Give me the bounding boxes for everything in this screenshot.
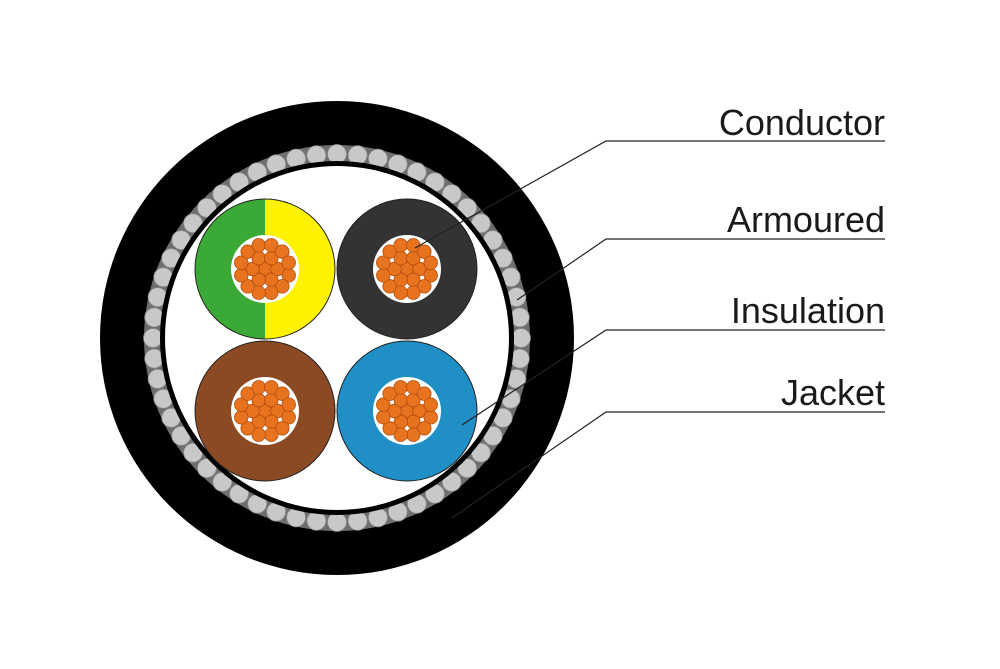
conductor-strand [234,255,249,270]
label-conductor: Conductor [719,102,885,143]
conductor-strand [417,279,432,294]
green-yellow-core [194,198,336,340]
black-core [336,198,478,340]
conductor-strand [251,238,266,253]
conductor-strand [393,427,408,442]
conductor-strand [412,261,427,277]
conductor-strand [382,279,397,294]
conductor-strand [240,244,255,259]
conductor-strand [264,427,279,442]
conductor-strand [376,410,391,425]
conductor-strand [376,268,391,283]
leader-jacket [451,411,885,519]
conductor-strand [387,403,402,419]
conductor-strand [281,255,296,270]
armour-bead [511,328,531,348]
leader-conductor [414,140,885,249]
conductor-strand [251,380,266,395]
labels: Conductor Armoured Insulation Jacket [719,102,885,413]
armour-bead [327,512,347,532]
conductor-strand [264,285,279,300]
conductor-strand [382,244,397,259]
armour-bead [327,144,347,164]
conductor-strand [275,386,290,401]
conductor-strand [264,380,279,395]
conductor-strand [264,238,279,253]
conductor-strand [240,279,255,294]
armour-bead [457,197,478,218]
conductor-strand [406,427,421,442]
conductor-strand [240,386,255,401]
conductor-strand [393,380,408,395]
conductor-strand [245,403,260,419]
conductor-strand [412,403,427,419]
conductor-strand [423,255,438,270]
conductor-strand [387,261,402,277]
insulation-half-green [195,199,265,339]
conductor-strand [417,386,432,401]
conductor-strand [270,403,285,419]
conductor-strand [281,397,296,412]
conductor-strand [275,244,290,259]
armour-bead [196,197,217,218]
conductor-strand [234,397,249,412]
leader-insulation [461,329,885,426]
conductor-strand [251,285,266,300]
conductor-strand [417,244,432,259]
conductor-strand [245,261,260,277]
conductor-strand [382,421,397,436]
conductor-strand [382,386,397,401]
label-insulation: Insulation [731,290,885,331]
conductor-strand [423,397,438,412]
cable-cross-section [100,101,574,575]
insulation-half-yellow [265,199,335,339]
conductor-strand [406,285,421,300]
blue-core [336,340,478,482]
conductor-strand [234,268,249,283]
label-jacket: Jacket [781,372,885,413]
conductor-strand [275,421,290,436]
leader-armoured [516,238,885,301]
armour-beads [143,144,531,532]
conductor-strand [240,421,255,436]
conductor-strand [270,261,285,277]
armour-bead [457,458,478,479]
conductor-strand [234,410,249,425]
insulation-outline [194,198,336,340]
cores [194,198,478,482]
conductor-strand [376,397,391,412]
brown-core [194,340,336,482]
armour-bead [196,458,217,479]
conductor-strand [417,421,432,436]
conductor-strand [393,238,408,253]
armour-bead [143,328,163,348]
conductor-strand [275,279,290,294]
label-armoured: Armoured [727,199,885,240]
conductor-strand [393,285,408,300]
leader-lines [414,140,885,519]
conductor-strand [406,380,421,395]
conductor-strand [376,255,391,270]
conductor-strand [251,427,266,442]
